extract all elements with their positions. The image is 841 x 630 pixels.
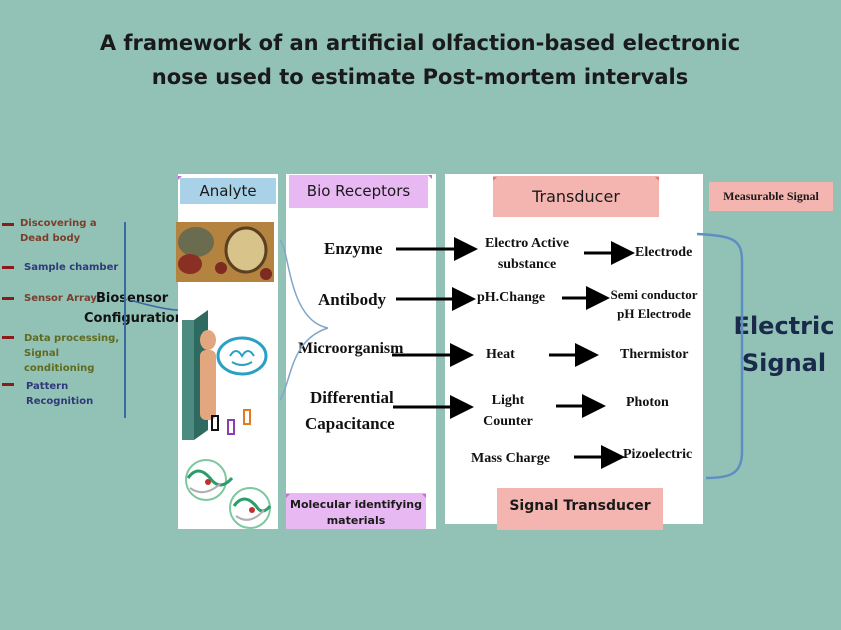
molecular-identifying-materials-label: Molecular identifying materials	[286, 493, 426, 529]
bullet-dash	[2, 223, 14, 226]
process-steps-list: Discovering a Dead body Sample chamber S…	[0, 214, 130, 424]
biosensor-configuration-label: Biosensor Configuration	[84, 291, 184, 326]
receptor-differential: Differential	[310, 388, 394, 407]
receptor-enzyme: Enzyme	[324, 239, 383, 258]
thermistor: Thermistor	[620, 347, 689, 362]
bullet-dash	[2, 383, 14, 386]
photon: Photon	[626, 395, 669, 410]
mass-charge: Mass Charge	[471, 451, 550, 466]
ph-change: pH.Change	[477, 290, 546, 305]
analyte-to-receptor-connector	[279, 239, 329, 401]
step-data-processing: Data processing, Signal conditioning	[24, 333, 120, 374]
bullet-dash	[2, 336, 14, 339]
molecular-structure-image	[185, 459, 272, 529]
receptor-microorganism: Microorganism	[298, 340, 404, 357]
electrode: Electrode	[635, 245, 693, 260]
step-sensor-array: Sensor Array	[24, 293, 97, 304]
analyte-images	[176, 222, 278, 532]
bio-receptors-header: Bio Receptors	[289, 175, 428, 208]
biosensor-connector	[129, 299, 179, 311]
step-sample-chamber: Sample chamber	[24, 262, 119, 273]
sensor-device-image	[182, 310, 268, 440]
light-counter: Light Counter	[483, 393, 533, 429]
transducer-panel	[445, 174, 703, 524]
bullet-dash	[2, 297, 14, 300]
output-bracket	[696, 232, 744, 480]
piezoelectric: Pizoelectric	[623, 447, 693, 462]
electro-active-substance: Electro Active substance	[484, 236, 570, 272]
semi-conductor-ph-electrode: Semi conductor pH Electrode	[610, 287, 698, 321]
step-discovering-body: Discovering a Dead body	[20, 218, 97, 244]
heat: Heat	[486, 347, 515, 362]
analyte-header: Analyte	[180, 178, 276, 204]
tissue-sample-image	[176, 222, 274, 282]
electric-signal-label: Electric Signal	[733, 312, 835, 377]
receptor-antibody: Antibody	[318, 290, 387, 309]
receptor-capacitance: Capacitance	[305, 414, 395, 433]
signal-transducer-label: Signal Transducer	[497, 488, 663, 530]
diagram-title: A framework of an artificial olfaction-b…	[40, 26, 800, 94]
title-line-2: nose used to estimate Post-mortem interv…	[151, 65, 689, 89]
step-pattern-recognition: Pattern Recognition	[26, 381, 94, 407]
transducer-header: Transducer	[493, 176, 659, 217]
measurable-signal-header: Measurable Signal	[709, 182, 833, 211]
title-line-1: A framework of an artificial olfaction-b…	[99, 31, 741, 55]
bio-receptors-panel	[286, 174, 436, 529]
bullet-dash	[2, 266, 14, 269]
